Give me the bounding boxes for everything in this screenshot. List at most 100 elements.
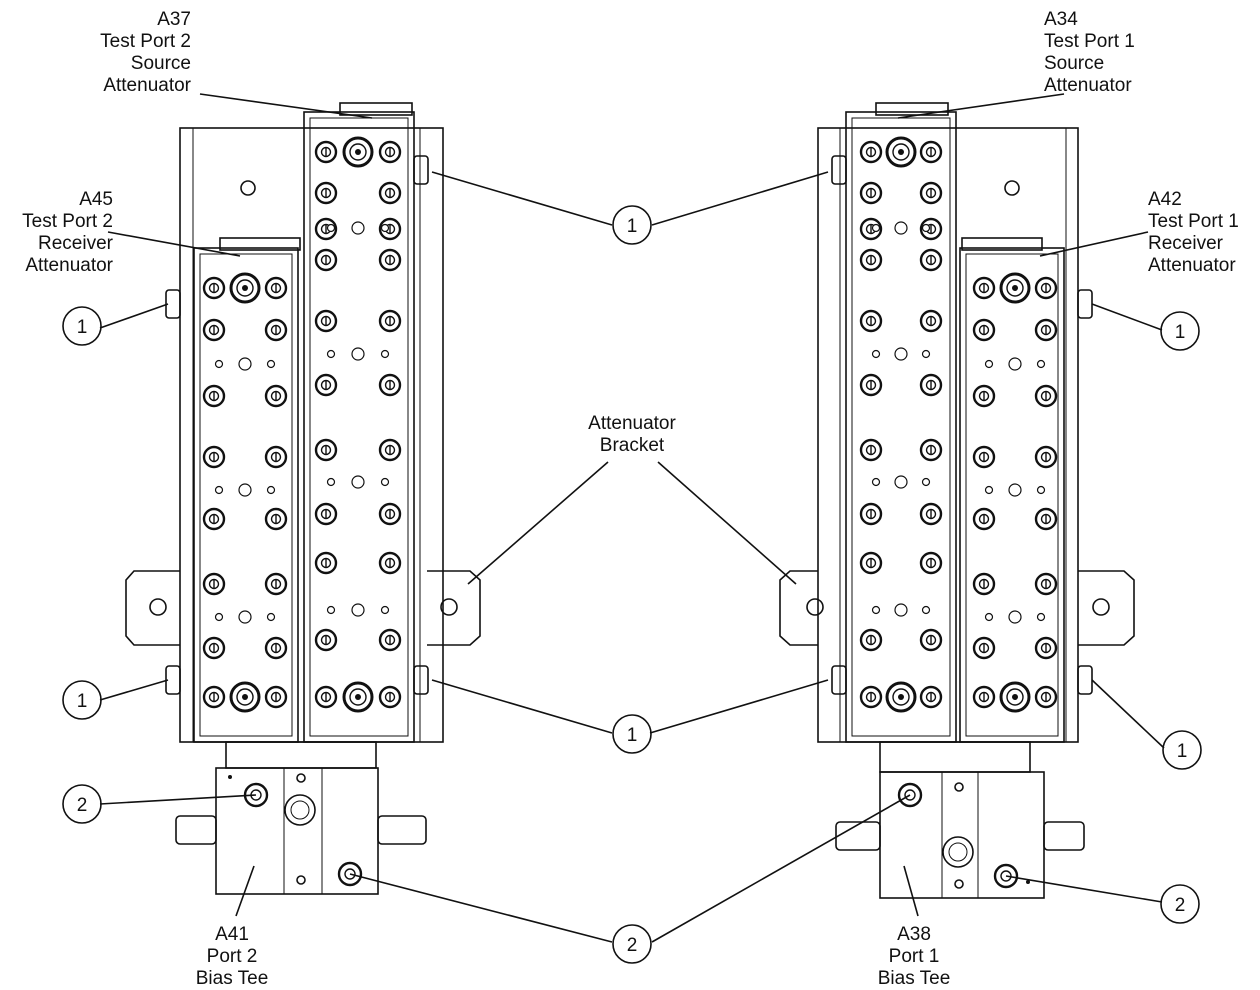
vent-hole xyxy=(380,477,390,487)
vent-hole xyxy=(921,477,931,487)
vent-hole xyxy=(214,359,224,369)
svg-text:A38: A38 xyxy=(897,924,931,945)
left-bracket-hole xyxy=(240,180,256,196)
svg-text:Attenuator: Attenuator xyxy=(1148,255,1236,276)
svg-text:A37: A37 xyxy=(157,9,191,30)
right-bracket-tab-left xyxy=(779,570,818,646)
vent-hole xyxy=(1036,485,1046,495)
attenuator-hardware xyxy=(202,136,1058,889)
vent-hole xyxy=(326,223,336,233)
vent-hole xyxy=(238,610,252,624)
callout-1-left-lower: 1 xyxy=(62,680,102,720)
callout-2-right: 2 xyxy=(1160,884,1200,924)
label-attenuator-bracket: Attenuator Bracket xyxy=(588,413,676,456)
svg-text:Source: Source xyxy=(131,53,191,74)
label-a34: A34 Test Port 1 Source Attenuator xyxy=(1044,9,1135,96)
vent-hole xyxy=(894,603,908,617)
svg-text:Receiver: Receiver xyxy=(38,233,114,254)
svg-text:Attenuator: Attenuator xyxy=(588,413,676,434)
vent-hole xyxy=(1036,612,1046,622)
callout-1-left-upper: 1 xyxy=(62,306,102,346)
left-assembly xyxy=(125,102,481,895)
vent-hole xyxy=(984,612,994,622)
svg-text:A45: A45 xyxy=(79,189,113,210)
vent-hole xyxy=(214,485,224,495)
vent-hole xyxy=(921,605,931,615)
svg-text:Source: Source xyxy=(1044,53,1104,74)
vent-hole xyxy=(326,605,336,615)
vent-hole xyxy=(380,349,390,359)
leader-lines xyxy=(99,93,1165,943)
svg-text:Port 2: Port 2 xyxy=(207,946,258,967)
svg-text:2: 2 xyxy=(1175,895,1186,916)
vent-hole xyxy=(894,221,908,235)
vent-hole xyxy=(266,485,276,495)
vent-hole xyxy=(380,605,390,615)
callout-1-right-lower: 1 xyxy=(1162,730,1202,770)
svg-text:2: 2 xyxy=(77,795,88,816)
vent-hole xyxy=(871,349,881,359)
a34-attenuator-body xyxy=(845,111,957,743)
vent-hole xyxy=(351,221,365,235)
vent-hole xyxy=(894,475,908,489)
svg-text:Test Port 1: Test Port 1 xyxy=(1148,211,1239,232)
vent-hole xyxy=(351,475,365,489)
svg-text:Test Port 2: Test Port 2 xyxy=(22,211,113,232)
label-a45: A45 Test Port 2 Receiver Attenuator xyxy=(22,189,114,276)
vent-hole xyxy=(894,347,908,361)
vent-hole xyxy=(214,612,224,622)
vent-hole xyxy=(326,477,336,487)
svg-text:Bias Tee: Bias Tee xyxy=(878,968,951,989)
svg-text:A41: A41 xyxy=(215,924,249,945)
label-a37: A37 Test Port 2 Source Attenuator xyxy=(100,9,192,96)
callout-2-left: 2 xyxy=(62,784,102,824)
svg-text:1: 1 xyxy=(1177,741,1188,762)
right-assembly xyxy=(779,102,1135,899)
callout-2-center: 2 xyxy=(612,924,652,964)
svg-text:Receiver: Receiver xyxy=(1148,233,1224,254)
vent-hole xyxy=(1036,359,1046,369)
svg-text:Bracket: Bracket xyxy=(600,435,665,456)
vent-hole xyxy=(1008,610,1022,624)
svg-text:Bias Tee: Bias Tee xyxy=(196,968,269,989)
vent-hole xyxy=(238,357,252,371)
callout-1-right-upper: 1 xyxy=(1160,311,1200,351)
svg-text:1: 1 xyxy=(627,216,638,237)
svg-text:1: 1 xyxy=(1175,322,1186,343)
left-bracket-tab-left xyxy=(125,570,180,646)
callout-1-bottom-center: 1 xyxy=(612,714,652,754)
callout-1-top-center: 1 xyxy=(612,205,652,245)
vent-hole xyxy=(984,485,994,495)
label-a41: A41 Port 2 Bias Tee xyxy=(196,924,269,989)
label-a38: A38 Port 1 Bias Tee xyxy=(878,924,951,989)
vent-hole xyxy=(871,477,881,487)
vent-hole xyxy=(266,612,276,622)
vent-hole xyxy=(871,223,881,233)
svg-text:A34: A34 xyxy=(1044,9,1078,30)
left-bracket-tab-right xyxy=(427,570,481,646)
svg-text:Test Port 2: Test Port 2 xyxy=(100,31,191,52)
svg-text:Attenuator: Attenuator xyxy=(103,75,191,96)
svg-text:Test Port 1: Test Port 1 xyxy=(1044,31,1135,52)
label-a42: A42 Test Port 1 Receiver Attenuator xyxy=(1148,189,1239,276)
vent-hole xyxy=(984,359,994,369)
vent-hole xyxy=(1008,357,1022,371)
right-bracket-tab-right xyxy=(1078,570,1135,646)
vent-hole xyxy=(921,223,931,233)
svg-text:2: 2 xyxy=(627,935,638,956)
svg-text:Attenuator: Attenuator xyxy=(1044,75,1132,96)
vent-hole xyxy=(326,349,336,359)
svg-text:1: 1 xyxy=(627,725,638,746)
vent-hole xyxy=(1008,483,1022,497)
svg-text:1: 1 xyxy=(77,691,88,712)
svg-text:Port 1: Port 1 xyxy=(889,946,940,967)
svg-text:1: 1 xyxy=(77,317,88,338)
vent-hole xyxy=(351,347,365,361)
vent-hole xyxy=(238,483,252,497)
vent-hole xyxy=(871,605,881,615)
vent-hole xyxy=(380,223,390,233)
vent-hole xyxy=(266,359,276,369)
svg-text:A42: A42 xyxy=(1148,189,1182,210)
svg-text:Attenuator: Attenuator xyxy=(25,255,113,276)
